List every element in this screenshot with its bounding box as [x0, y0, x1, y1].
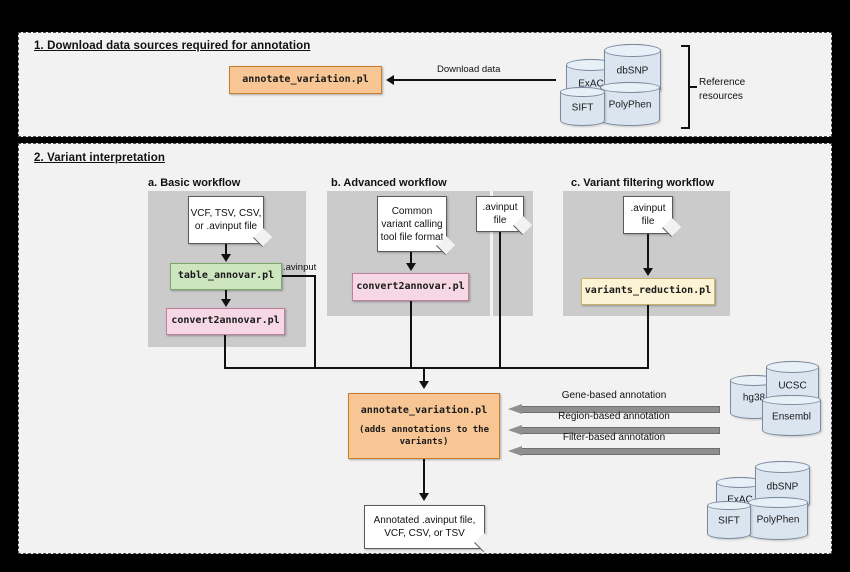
database-cylinder-ensembl: Ensembl — [762, 395, 821, 436]
database-cylinder-polyphen-top: PolyPhen — [600, 82, 660, 126]
annotation-arrow-label: Region-based annotation — [558, 411, 670, 422]
annotation-arrow-filter-based: Filter-based annotation — [508, 432, 720, 457]
database-cylinder-sift-top: SIFT — [560, 87, 605, 126]
reference-resources-bracket-tick — [690, 86, 697, 88]
document-avinput-c: .avinput file — [623, 196, 673, 234]
process-label: convert2annovar.pl — [356, 280, 465, 292]
annotation-arrow-label: Filter-based annotation — [562, 432, 666, 443]
process-convert2annovar-b[interactable]: convert2annovar.pl — [352, 273, 469, 301]
download-data-line — [394, 79, 556, 81]
reference-resources-label: Reference resources — [699, 76, 745, 103]
process-convert2annovar-a[interactable]: convert2annovar.pl — [166, 308, 285, 335]
arrow-head-left-icon — [508, 404, 522, 414]
workflow-c-title: c. Variant filtering workflow — [571, 177, 715, 189]
document-label: VCF, TSV, CSV, or .avinput file — [190, 208, 262, 232]
connector-common-to-convert — [410, 252, 412, 264]
connector-annotate-to-output — [423, 459, 425, 494]
connector-convertb-to-bus — [410, 301, 412, 369]
cylinder-label: hg38 — [742, 392, 766, 404]
reference-resources-bracket — [681, 45, 690, 129]
process-variants-reduction[interactable]: variants_reduction.pl — [581, 278, 715, 305]
connector-avinput-v — [314, 275, 316, 368]
cylinder-top-ellipse — [762, 395, 821, 406]
annotation-arrow-gene-based: Gene-based annotation — [508, 390, 720, 415]
arrowhead-down-icon — [406, 263, 416, 271]
process-label: variants_reduction.pl — [584, 285, 712, 297]
connector-avinput-h — [282, 275, 316, 277]
connector-avinputc-to-variants — [647, 234, 649, 259]
avinput-edge-label: .avinput — [283, 262, 317, 273]
connector-table-to-convert — [225, 290, 227, 300]
connector-vcf-to-table — [225, 244, 227, 255]
document-label: .avinput file — [482, 202, 518, 226]
process-label: annotate_variation.pl — [242, 73, 369, 85]
download-data-arrowhead-icon — [386, 75, 394, 85]
workflow-a-title: a. Basic workflow — [148, 177, 241, 189]
workflow-b-title: b. Advanced workflow — [331, 177, 447, 189]
cylinder-top-ellipse — [604, 44, 661, 57]
process-label: table_annovar.pl — [177, 270, 275, 282]
document-label: Annotated .avinput file, VCF, CSV, or TS… — [373, 515, 476, 539]
database-cylinder-sift-bottom: SIFT — [707, 501, 751, 539]
document-common-variant-format: Common variant calling tool file format — [377, 196, 447, 252]
connector-converta-to-bus — [224, 335, 226, 369]
connector-avinputc-to-variants-2 — [647, 258, 649, 270]
document-avinput-b: .avinput file — [476, 196, 524, 232]
connector-bus-to-annotate — [423, 367, 425, 382]
cylinder-label: ExAC — [578, 77, 604, 89]
arrowhead-down-icon — [221, 299, 231, 307]
arrow-shaft — [521, 448, 720, 455]
cylinder-label: dbSNP — [616, 65, 649, 77]
section-1-panel — [18, 32, 832, 137]
connector-avinputb-to-bus — [499, 232, 501, 369]
cylinder-top-ellipse — [707, 501, 751, 511]
document-output: Annotated .avinput file, VCF, CSV, or TS… — [364, 505, 485, 549]
arrowhead-down-icon — [221, 254, 231, 262]
cylinder-label: UCSC — [778, 380, 807, 392]
download-data-label: Download data — [437, 64, 501, 75]
reference-resources-line1: Reference — [699, 77, 746, 88]
cylinder-top-ellipse — [560, 87, 605, 97]
connector-variants-to-bus — [647, 305, 649, 369]
cylinder-top-ellipse — [755, 461, 810, 474]
workflow-merge-bus — [224, 367, 649, 369]
database-cylinder-polyphen-bottom: PolyPhen — [748, 497, 808, 540]
document-vcf-input: VCF, TSV, CSV, or .avinput file — [188, 196, 264, 244]
arrowhead-down-icon — [419, 493, 429, 501]
reference-resources-line2: resources — [699, 90, 743, 102]
section-1-title: 1. Download data sources required for an… — [34, 40, 311, 52]
cylinder-label: SIFT — [571, 101, 594, 113]
document-label: Common variant calling tool file format — [380, 205, 444, 243]
process-annotate-variation-top[interactable]: annotate_variation.pl — [229, 66, 382, 94]
cylinder-label: PolyPhen — [756, 513, 800, 525]
annotation-arrow-label: Gene-based annotation — [561, 390, 667, 401]
cylinder-label: PolyPhen — [608, 99, 652, 111]
arrow-head-left-icon — [508, 425, 522, 435]
section-2-title: 2. Variant interpretation — [34, 152, 165, 164]
process-sublabel: (adds annotations to the variants) — [358, 425, 490, 448]
annotation-arrow-region-based: Region-based annotation — [508, 411, 720, 436]
process-label: annotate_variation.pl — [360, 404, 488, 416]
cylinder-top-ellipse — [766, 361, 819, 373]
cylinder-label: SIFT — [718, 515, 740, 527]
arrowhead-down-icon — [419, 381, 429, 389]
arrow-head-left-icon — [508, 446, 522, 456]
cylinder-top-ellipse — [748, 497, 808, 508]
arrowhead-down-icon — [643, 268, 653, 276]
process-annotate-variation-main[interactable]: annotate_variation.pl (adds annotations … — [348, 393, 500, 459]
process-label: convert2annovar.pl — [171, 315, 280, 327]
cylinder-label: dbSNP — [766, 480, 799, 492]
document-label: .avinput file — [630, 203, 666, 227]
cylinder-label: Ensembl — [772, 410, 811, 422]
cylinder-top-ellipse — [600, 82, 660, 93]
process-table-annovar[interactable]: table_annovar.pl — [170, 263, 282, 290]
cylinder-label: ExAC — [727, 494, 753, 506]
